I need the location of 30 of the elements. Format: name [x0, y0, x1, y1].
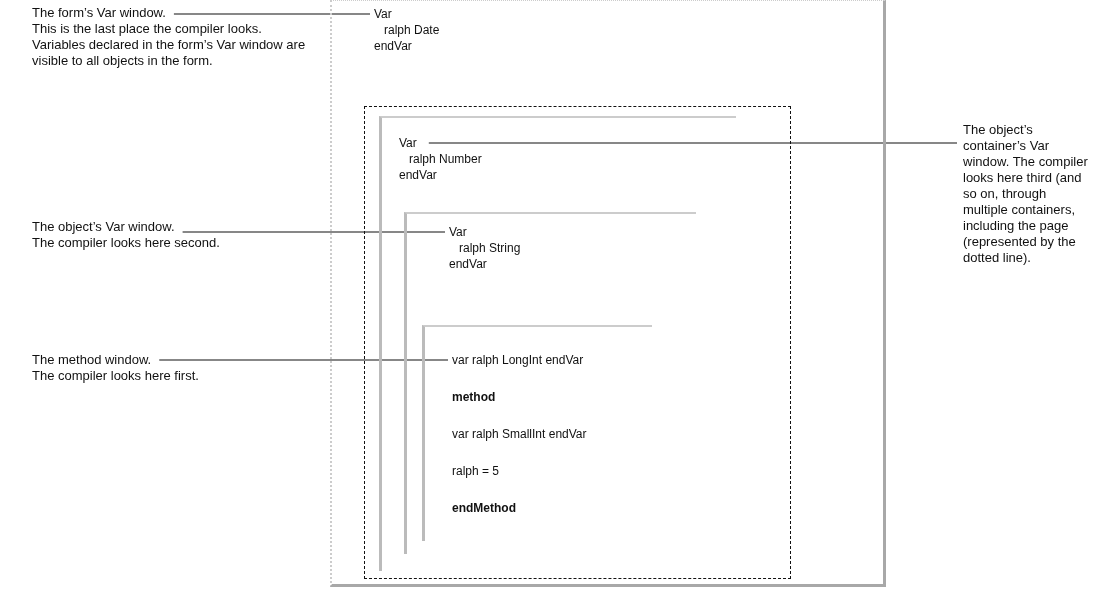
code-line: Var — [399, 135, 417, 151]
code-line: endMethod — [452, 500, 516, 516]
code-line: endVar — [399, 167, 437, 183]
code-line: ralph Date — [384, 22, 440, 38]
page-outline — [364, 106, 791, 579]
leader-line — [182, 231, 446, 233]
method-window — [422, 325, 652, 541]
code-line: endVar — [374, 38, 412, 54]
code-line: Var — [374, 6, 392, 22]
code-line: Var — [449, 224, 467, 240]
callout-text: The compiler looks here first. — [32, 368, 200, 384]
container-window — [379, 116, 736, 571]
leader-line — [158, 359, 449, 361]
code-line: ralph Number — [409, 151, 482, 167]
callout-text: The form’s Var window. — [32, 5, 166, 21]
callout-text: This is the last place the compiler looks. Variables declared in the form’s Var window are visible to all objects in the form. — [32, 21, 307, 69]
leader-line — [173, 13, 371, 15]
callout-text: The compiler looks here second. — [32, 235, 221, 251]
form-window — [330, 0, 886, 587]
code-line: var ralph LongInt endVar — [452, 352, 584, 368]
code-line: var ralph SmallInt endVar — [452, 426, 587, 442]
code-line: method — [452, 389, 496, 405]
callout-text: The object’s Var window. — [32, 219, 175, 235]
code-line: ralph String — [459, 240, 521, 256]
object-window — [404, 212, 696, 554]
callout-text: The method window. — [32, 352, 152, 368]
callout-text: The object’s container’s Var window. The compiler looks here third (and so on, through multiple containers, including the page (represented by the dotted line). — [963, 122, 1089, 266]
code-line: endVar — [449, 256, 487, 272]
leader-line — [428, 142, 958, 144]
code-line: ralph = 5 — [452, 463, 500, 479]
